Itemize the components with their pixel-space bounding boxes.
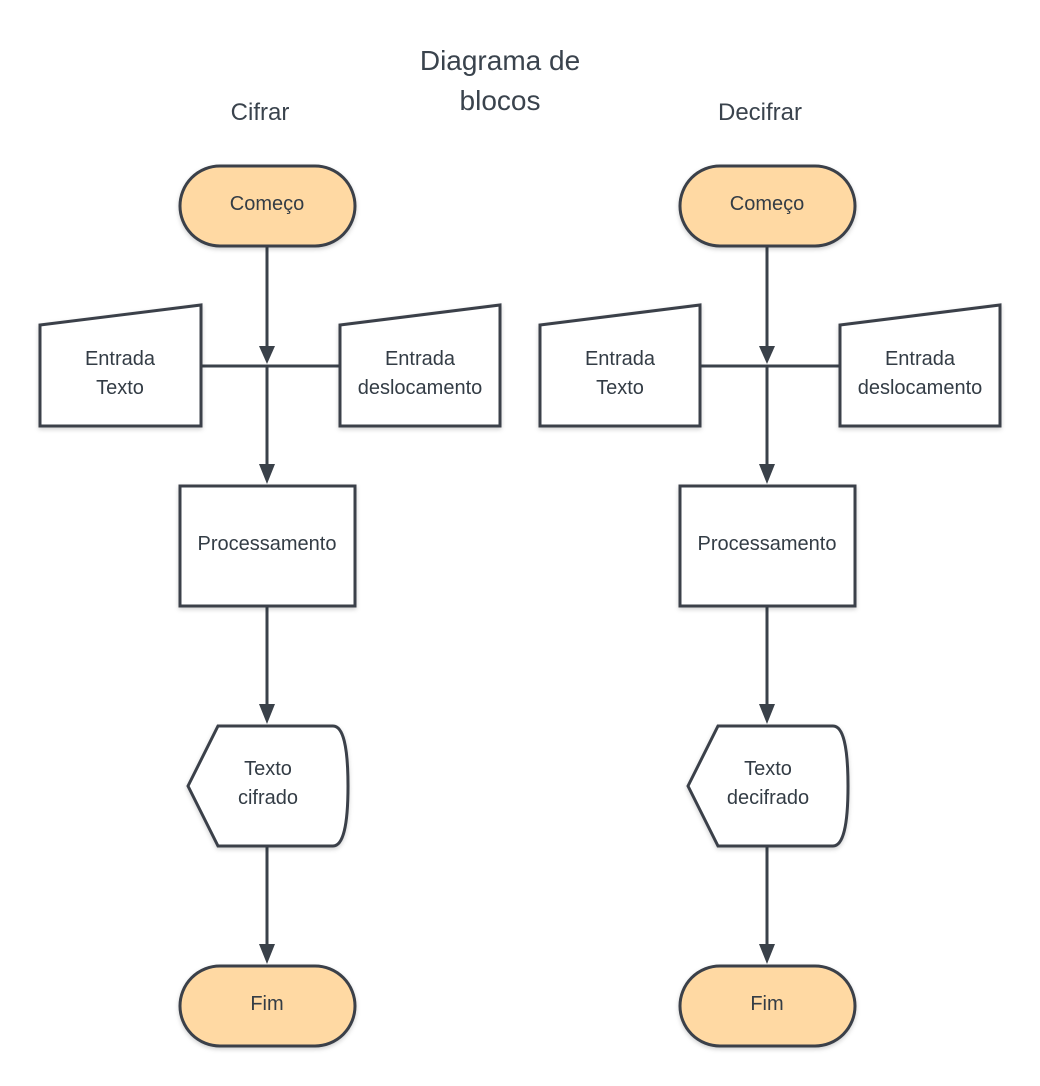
cifrar-end-shape <box>178 964 357 1048</box>
diagram-title-line2: blocos <box>460 85 541 116</box>
cifrar-arrowhead-end <box>259 944 275 964</box>
decifrar-arrowhead-junction <box>759 346 775 364</box>
decifrar-flow: Decifrar Começo Entrada Texto Entrada de… <box>538 99 1002 1048</box>
cifrar-arrowhead-junction <box>259 346 275 364</box>
decifrar-end-label: Fim <box>750 993 783 1015</box>
decifrar-arrowhead-process <box>759 464 775 484</box>
decifrar-arrowhead-output <box>759 704 775 724</box>
cifrar-process-node: Processamento <box>178 484 357 608</box>
cifrar-input-text-label-2: Texto <box>96 377 144 399</box>
cifrar-arrowhead-output <box>259 704 275 724</box>
decifrar-start-label: Começo <box>730 193 804 215</box>
cifrar-output-shape <box>186 724 350 848</box>
cifrar-input-text-node: Entrada Texto <box>38 303 203 428</box>
cifrar-input-shift-label-1: Entrada <box>385 348 456 370</box>
decifrar-end-shape <box>678 964 857 1048</box>
cifrar-end-node: Fim <box>178 964 357 1048</box>
cifrar-input-shift-label-2: deslocamento <box>358 377 483 399</box>
decifrar-input-text-shape <box>538 303 702 428</box>
decifrar-input-shift-label-1: Entrada <box>885 348 956 370</box>
cifrar-output-label-1: Texto <box>244 758 292 780</box>
decifrar-start-node: Começo <box>678 164 857 248</box>
decifrar-input-shift-label-2: deslocamento <box>858 377 983 399</box>
cifrar-output-node: Texto cifrado <box>186 724 350 848</box>
cifrar-input-shift-shape <box>338 303 502 428</box>
cifrar-arrowhead-process <box>259 464 275 484</box>
decifrar-output-node: Texto decifrado <box>686 724 850 848</box>
cifrar-flow: Cifrar Começo Entrada Texto Entrada desl… <box>38 99 502 1048</box>
decifrar-input-text-node: Entrada Texto <box>538 303 702 428</box>
cifrar-start-shape <box>178 164 357 248</box>
diagram-title-line1: Diagrama de <box>420 45 580 76</box>
cifrar-end-label: Fim <box>250 993 283 1015</box>
cifrar-process-shape <box>178 484 357 608</box>
decifrar-output-label-2: decifrado <box>727 787 809 809</box>
cifrar-heading: Cifrar <box>231 99 290 126</box>
decifrar-input-shift-node: Entrada deslocamento <box>838 303 1002 428</box>
decifrar-arrowhead-end <box>759 944 775 964</box>
decifrar-heading: Decifrar <box>718 99 802 126</box>
cifrar-start-node: Começo <box>178 164 357 248</box>
decifrar-process-shape <box>678 484 857 608</box>
decifrar-output-shape <box>686 724 850 848</box>
decifrar-start-shape <box>678 164 857 248</box>
cifrar-start-label: Começo <box>230 193 304 215</box>
cifrar-output-label-2: cifrado <box>238 787 298 809</box>
cifrar-input-text-label-1: Entrada <box>85 348 156 370</box>
cifrar-process-label: Processamento <box>198 533 337 555</box>
decifrar-input-text-label-2: Texto <box>596 377 644 399</box>
cifrar-input-text-shape <box>38 303 203 428</box>
decifrar-end-node: Fim <box>678 964 857 1048</box>
decifrar-process-node: Processamento <box>678 484 857 608</box>
decifrar-input-shift-shape <box>838 303 1002 428</box>
decifrar-process-label: Processamento <box>698 533 837 555</box>
decifrar-output-label-1: Texto <box>744 758 792 780</box>
cifrar-input-shift-node: Entrada deslocamento <box>338 303 502 428</box>
decifrar-input-text-label-1: Entrada <box>585 348 656 370</box>
